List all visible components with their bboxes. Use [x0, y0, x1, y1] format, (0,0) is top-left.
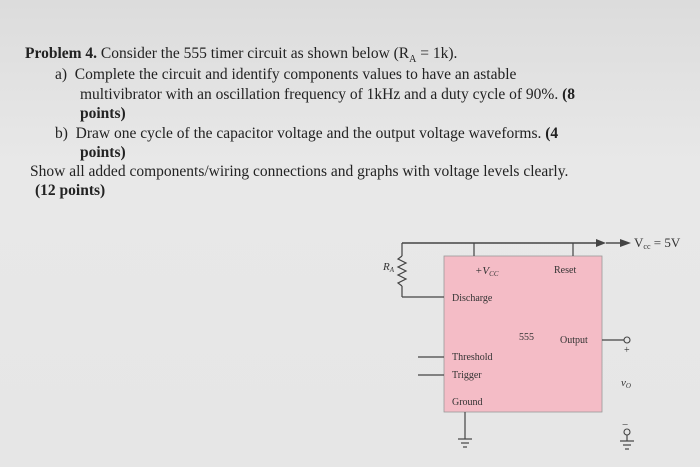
- chip-name-label: 555: [519, 332, 534, 343]
- ground-symbol-icon: [458, 438, 472, 448]
- ic-555-body: [443, 255, 603, 413]
- part-b-points2: points): [80, 144, 126, 161]
- chip-vcc-pin-label: +VCC: [475, 265, 499, 278]
- output-terminal: [623, 336, 631, 344]
- part-a-marker: a): [55, 66, 68, 83]
- problem-intro-end: = 1k).: [416, 45, 458, 62]
- problem-label: Problem 4.: [25, 45, 98, 62]
- part-a-points1: (8: [562, 86, 576, 103]
- problem-intro: Consider the 555 timer circuit as shown …: [100, 45, 410, 62]
- threshold-pin-label: Threshold: [452, 352, 493, 363]
- reset-pin-label: Reset: [554, 265, 576, 276]
- part-a-points2: points): [80, 105, 126, 122]
- ground-pin-label: Ground: [452, 397, 483, 408]
- part-a-line1: a) Complete the circuit and identify com…: [55, 66, 516, 84]
- footer-line1: Show all added components/wiring connect…: [30, 163, 569, 180]
- vcc-rail-arrow-2: [620, 239, 631, 247]
- problem-intro-sub: A: [409, 54, 417, 66]
- vcc-label: Vcc = 5V: [634, 235, 681, 251]
- discharge-pin-label: Discharge: [452, 293, 493, 304]
- part-a-line2: multivibrator with an oscillation freque…: [80, 86, 575, 104]
- output-ground-symbol-icon: [620, 440, 634, 450]
- part-b-marker: b): [55, 125, 68, 142]
- part-a-text2: multivibrator with an oscillation freque…: [80, 86, 559, 103]
- vcc-rail-arrow-1: [596, 239, 606, 247]
- problem-intro-line: Problem 4. Consider the 555 timer circui…: [25, 45, 457, 69]
- problem-text: Problem 4. Consider the 555 timer circui…: [0, 0, 700, 210]
- part-a-text1: Complete the circuit and identify compon…: [74, 66, 517, 83]
- output-minus-sign: −: [622, 419, 628, 431]
- part-b-points1: (4: [545, 125, 559, 142]
- resistor-ra-label: RA: [382, 261, 395, 274]
- trigger-pin-label: Trigger: [452, 370, 482, 381]
- vo-label: vO: [621, 377, 631, 390]
- part-b-text1: Draw one cycle of the capacitor voltage …: [75, 125, 542, 142]
- output-plus-sign: +: [624, 345, 630, 356]
- footer-line2: (12 points): [35, 182, 106, 199]
- part-b-line1: b) Draw one cycle of the capacitor volta…: [55, 125, 558, 143]
- output-pin-label: Output: [560, 335, 588, 346]
- resistor-ra: [396, 255, 408, 287]
